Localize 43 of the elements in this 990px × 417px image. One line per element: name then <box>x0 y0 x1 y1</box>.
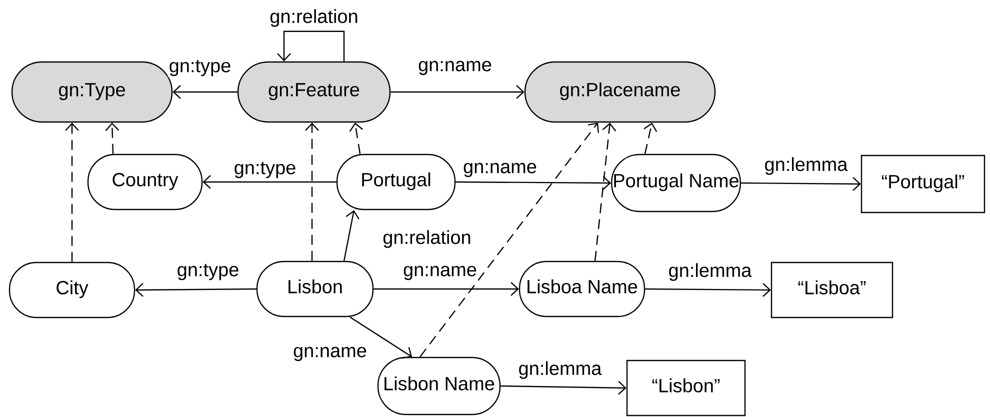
arrow <box>202 175 336 189</box>
literal-box: “Lisboa” <box>770 262 894 318</box>
instance-node: Portugal Name <box>611 154 741 212</box>
edge-label: gn:name <box>292 346 368 362</box>
arrow <box>390 85 524 99</box>
instance-node: Lisbon <box>256 260 374 318</box>
arrow <box>644 122 658 154</box>
instance-node: Lisbon Name <box>377 356 501 416</box>
arrow <box>65 122 79 262</box>
edge-label: gn:name <box>462 162 538 178</box>
edge-label: gn:name <box>417 60 493 76</box>
arrow <box>594 122 616 261</box>
class-node: gn:Feature <box>237 61 391 123</box>
arrow <box>349 122 364 154</box>
edge-label: gn:type <box>176 262 240 282</box>
arrow <box>740 177 861 191</box>
instance-node: City <box>8 262 136 318</box>
arrow <box>343 210 360 261</box>
arrow <box>277 30 345 62</box>
arrow <box>105 122 120 154</box>
arrow <box>135 283 256 297</box>
arrow <box>350 316 412 359</box>
edge-label: gn:lemma <box>763 156 849 176</box>
edge-label: gn:lemma <box>517 360 603 380</box>
arrow <box>456 176 612 190</box>
edge-label: gn:lemma <box>667 262 753 282</box>
arrow <box>374 282 519 296</box>
instance-node: Lisboa Name <box>518 260 646 318</box>
instance-node: Portugal <box>336 154 456 210</box>
edge-label: gn:name <box>402 264 478 282</box>
instance-node: Country <box>87 154 203 210</box>
literal-box: “Portugal” <box>860 154 986 214</box>
edge-label: gn:type <box>168 58 232 78</box>
literal-box: “Lisbon” <box>626 360 746 416</box>
arrow <box>172 85 238 99</box>
class-node: gn:Placename <box>524 61 716 123</box>
arrow <box>420 122 600 358</box>
edge-label: gn:relation <box>268 8 360 28</box>
arrow <box>645 283 771 297</box>
edge-label: gn:relation <box>382 229 472 249</box>
arrow <box>500 380 626 395</box>
arrow <box>305 122 319 261</box>
edge-label: gn:type <box>232 160 298 180</box>
